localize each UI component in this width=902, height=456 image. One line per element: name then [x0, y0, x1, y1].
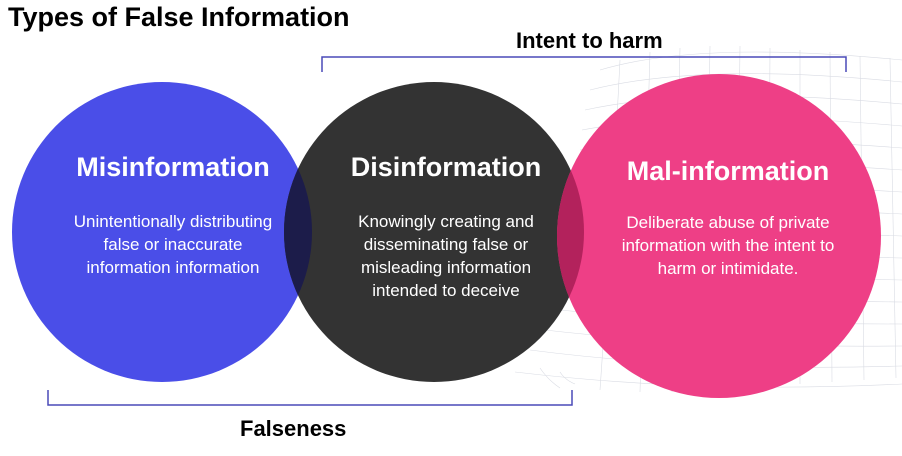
misinformation-text-group: Misinformation Unintentionally distribut… [42, 152, 304, 279]
disinformation-circle [284, 82, 584, 382]
falseness-bracket [47, 390, 573, 406]
misinformation-description: Unintentionally distributing false or in… [73, 212, 273, 277]
falseness-label: Falseness [240, 416, 347, 441]
malinformation-circle [557, 74, 881, 398]
misinformation-title: Misinformation [76, 152, 270, 182]
disinformation-title: Disinformation [350, 152, 542, 182]
misinformation-circle [12, 82, 312, 382]
intent-to-harm-label: Intent to harm [516, 28, 663, 53]
page-title: Types of False Information [8, 2, 350, 32]
disinformation-description: Knowingly creating and disseminating fal… [358, 212, 534, 300]
disinformation-text-group: Disinformation Knowingly creating and di… [316, 152, 576, 302]
malinformation-text-group: Mal-information Deliberate abuse of priv… [588, 156, 868, 280]
malinformation-description: Deliberate abuse of private information … [621, 213, 835, 278]
intent-bracket [321, 56, 847, 72]
malinformation-title: Mal-information [626, 156, 830, 186]
